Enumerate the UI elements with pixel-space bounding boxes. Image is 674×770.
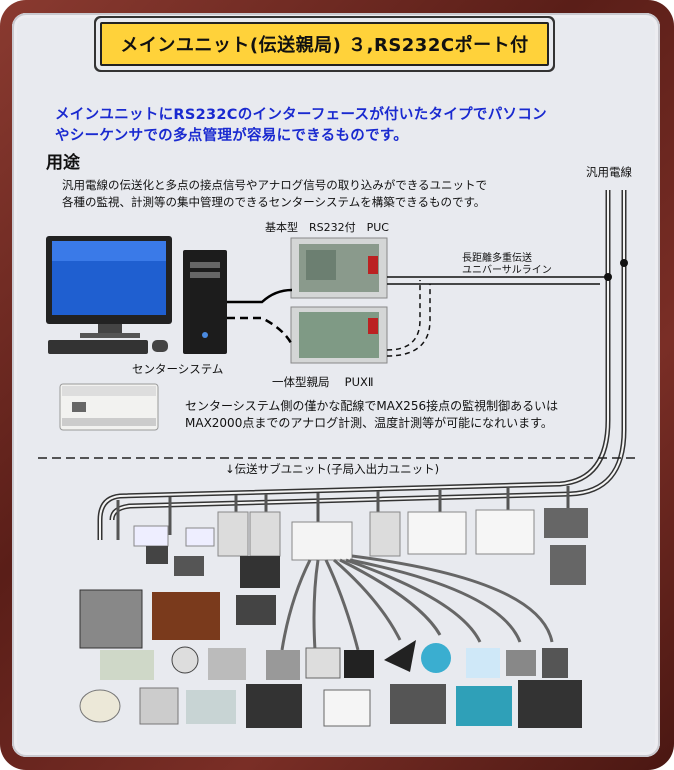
page-title: メインユニット(伝送親局) ３,RS232Cポート付 [120, 35, 529, 56]
general-wire-a-inner [99, 190, 609, 540]
usage-heading: 用途 [46, 153, 80, 173]
long-distance-label-1: 長距離多重伝送 [462, 253, 532, 264]
drop-lines [116, 486, 570, 540]
rs232-cable [227, 288, 293, 304]
pux-line-2 [386, 284, 431, 357]
fan-out-lines [280, 554, 554, 651]
plc-image [59, 383, 159, 431]
pux-unit-image [290, 306, 388, 364]
usage-line-1: 汎用電線の伝送化と多点の接点信号やアナログ信号の取り込みができるユニットで [62, 178, 488, 192]
note-line-2: MAX2000点までのアナログ計測、温度計測等が可能になれいます。 [185, 416, 553, 430]
long-distance-label-2: ユニバーサルライン [462, 265, 552, 276]
sub-units [133, 508, 588, 561]
general-wire-label: 汎用電線 [586, 165, 632, 179]
junction-dot [604, 273, 612, 281]
field-devices [79, 545, 586, 728]
note-line-1: センターシステム側の僅かな配線でMAX256接点の監視制御あるいは [185, 399, 559, 413]
monitor-image [46, 236, 172, 354]
intro-line-1: メインユニットにRS232Cのインターフェースが付いたタイプでパソコン [55, 107, 547, 123]
tower-pc-image [183, 250, 227, 354]
pux-label: 一体型親局 PUXⅡ [272, 375, 374, 389]
intro-line-2: やシーケンサでの多点管理が容易にできるものです。 [55, 128, 409, 144]
center-system-label: センターシステム [132, 362, 224, 376]
junction-dot [620, 259, 628, 267]
general-wire-b-inner [111, 190, 625, 521]
title-banner: メインユニット(伝送親局) ３,RS232Cポート付 [100, 22, 549, 66]
usage-line-2: 各種の監視、計測等の集中管理のできるセンターシステムを構築できるものです。 [62, 195, 486, 209]
rs232-cable-dashed [227, 316, 294, 346]
puc-label: 基本型 RS232付 PUC [265, 221, 389, 234]
pux-line [386, 280, 421, 351]
sub-unit-label: ↓伝送サブユニット(子局入出力ユニット) [225, 462, 440, 476]
puc-unit-image [290, 237, 388, 299]
